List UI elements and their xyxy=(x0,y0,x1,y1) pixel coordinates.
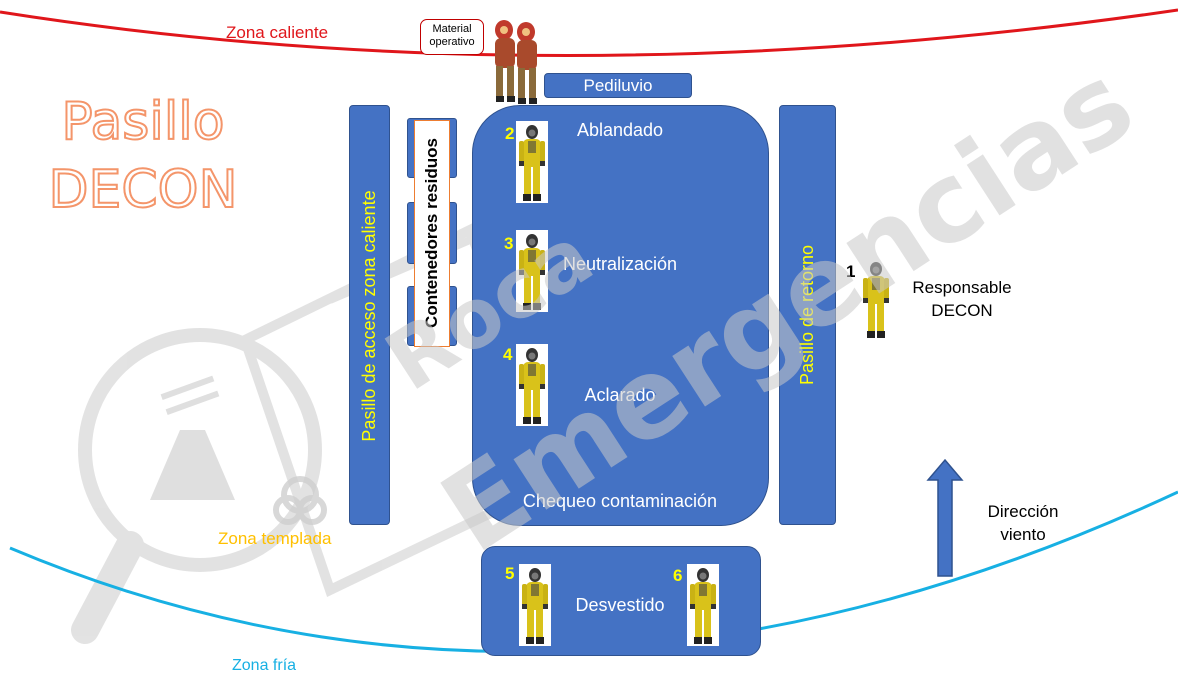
wind-arrow-icon xyxy=(926,458,964,577)
hazmat-person-icon xyxy=(519,125,545,201)
footbath-label: Pediluvio xyxy=(583,76,653,95)
page-title: Pasillo DECON xyxy=(38,88,248,224)
waste-containers-label-box xyxy=(414,120,450,347)
access-corridor xyxy=(349,105,390,525)
material-operativo-box: Material operativo xyxy=(420,19,484,55)
warm-zone-label: Zona templada xyxy=(218,529,332,548)
step-number-6: 6 xyxy=(673,566,683,585)
responsible-label: Responsable DECON xyxy=(900,276,1024,322)
step-number-3: 3 xyxy=(504,234,514,253)
wind-line-2: viento xyxy=(1000,525,1046,544)
responsible-line-1: Responsable xyxy=(912,278,1012,297)
step-number-2: 2 xyxy=(505,124,515,143)
wind-label: Dirección viento xyxy=(978,500,1068,546)
hazmat-responders-icon xyxy=(495,20,537,104)
wind-line-1: Dirección xyxy=(987,502,1059,521)
stage-softening-label: Ablandado xyxy=(576,120,664,140)
hazmat-person-icon xyxy=(690,568,716,644)
stage-check-label: Chequeo contaminación xyxy=(522,491,718,511)
footbath-box: Pediluvio xyxy=(544,73,692,98)
hot-zone-line xyxy=(0,8,1178,57)
step-number-5: 5 xyxy=(505,564,515,583)
stage-undressing-label: Desvestido xyxy=(575,595,665,615)
responsible-line-2: DECON xyxy=(931,301,993,320)
step-number-4: 4 xyxy=(503,345,513,364)
stage-neutralization-label: Neutralización xyxy=(562,254,678,274)
return-corridor xyxy=(779,105,836,525)
stage-rinsing-label: Aclarado xyxy=(584,385,656,405)
title-line-2: DECON xyxy=(47,159,238,221)
access-corridor-label: Pasillo de acceso zona caliente xyxy=(359,190,379,442)
cold-zone-label: Zona fría xyxy=(232,657,297,674)
hazmat-person-icon xyxy=(522,568,548,644)
material-operativo-label: Material operativo xyxy=(429,23,475,48)
hot-zone-label: Zona caliente xyxy=(226,23,329,42)
step-number-1: 1 xyxy=(846,262,856,281)
title-line-1: Pasillo xyxy=(60,91,225,153)
